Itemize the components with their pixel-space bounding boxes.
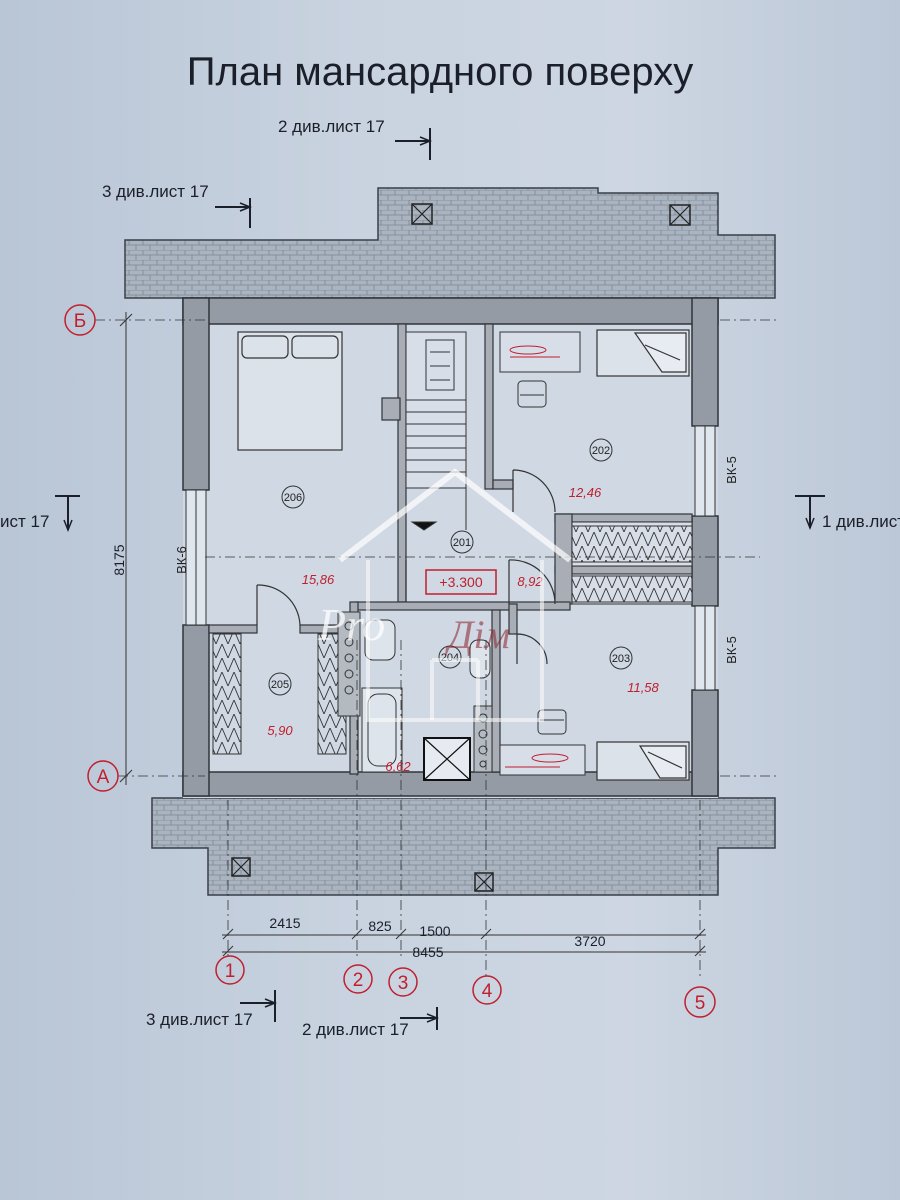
desk-202 <box>499 331 581 408</box>
room-201: 201 8,92 <box>450 530 543 589</box>
room-number: 201 <box>453 537 471 549</box>
axis-label: 1 <box>225 961 236 982</box>
axis-marker-3: 3 <box>388 967 418 997</box>
room-205: 205 5,90 <box>267 672 293 738</box>
section-ref-label: 2 див.лист 17 <box>278 117 385 136</box>
dim-825: 825 <box>368 918 392 934</box>
room-number: 203 <box>612 653 630 665</box>
dim-total: 8455 <box>412 944 443 960</box>
window-right-top <box>694 425 716 517</box>
room-area: 12,46 <box>569 485 602 500</box>
watermark-logo: Pro Дім <box>317 468 572 722</box>
section-ref-left-1: ист 17 <box>0 495 80 533</box>
desk-203 <box>499 709 586 776</box>
roof-bottom <box>151 797 776 896</box>
room-area: 6,62 <box>385 759 411 774</box>
section-ref-label: ист 17 <box>0 512 49 531</box>
axis-marker-b: Б <box>64 304 96 336</box>
window-label-right-bottom: ВК-5 <box>724 636 739 664</box>
axis-marker-4: 4 <box>472 975 502 1005</box>
section-ref-bottom-3: 3 див.лист 17 <box>146 990 278 1029</box>
room-number: 206 <box>284 492 302 504</box>
page-title: План мансардного поверху <box>187 50 693 94</box>
window-left <box>185 489 207 626</box>
watermark-text-pro: Pro <box>317 599 385 650</box>
bathroom-fixtures <box>337 611 493 773</box>
watermark-text-dim: Дім <box>444 612 510 657</box>
section-ref-bottom-2: 2 див.лист 17 <box>302 1007 440 1039</box>
section-ref-label: 3 див.лист 17 <box>102 182 209 201</box>
axis-label: 4 <box>482 981 493 1002</box>
roof-vent <box>231 857 251 877</box>
room-area: 11,58 <box>627 680 659 695</box>
wardrobe-corridor <box>571 521 693 605</box>
staircase <box>405 331 467 531</box>
dim-1500: 1500 <box>419 923 450 939</box>
room-number: 202 <box>592 445 610 457</box>
level-mark-value: +3.300 <box>439 574 482 590</box>
dim-vertical: 8175 <box>111 544 127 575</box>
axis-marker-5: 5 <box>684 986 716 1018</box>
room-area: 5,90 <box>267 723 293 738</box>
room-area: 8,92 <box>517 574 543 589</box>
axis-marker-1: 1 <box>215 955 245 985</box>
section-ref-top-3: 3 див.лист 17 <box>102 182 253 228</box>
axis-marker-2: 2 <box>343 964 373 994</box>
horizontal-dimensions <box>222 928 706 957</box>
axis-label: 5 <box>695 993 706 1014</box>
room-202: 202 12,46 <box>569 438 613 500</box>
axis-label: 2 <box>353 970 364 991</box>
roof-vent <box>474 872 494 892</box>
section-ref-label: 3 див.лист 17 <box>146 1010 253 1029</box>
section-ref-right-1: 1 див.лист 17 <box>795 495 900 531</box>
dim-3720: 3720 <box>574 933 605 949</box>
room-number: 205 <box>271 679 289 691</box>
level-mark: +3.300 <box>425 569 497 595</box>
dim-2415: 2415 <box>269 915 300 931</box>
axis-label: А <box>97 767 110 788</box>
section-ref-label: 2 див.лист 17 <box>302 1020 409 1039</box>
axis-lines <box>95 319 780 980</box>
section-ref-top-2: 2 див.лист 17 <box>278 117 433 160</box>
double-bed <box>237 331 343 451</box>
bed-203 <box>596 741 690 781</box>
bed-202 <box>596 329 690 377</box>
axis-label: Б <box>74 311 86 332</box>
axis-label: 3 <box>398 973 409 994</box>
axis-marker-a: А <box>87 760 119 792</box>
section-ref-label: 1 див.лист 17 <box>822 512 900 531</box>
room-203: 203 11,58 <box>609 646 660 695</box>
shower-tray <box>423 737 471 781</box>
window-right-bottom <box>694 605 716 691</box>
room-206: 206 15,86 <box>281 485 335 587</box>
vertical-dimension <box>119 312 133 785</box>
window-label-right-top: ВК-5 <box>724 456 739 484</box>
roof-vent <box>669 204 691 226</box>
roof-vent <box>411 203 433 225</box>
room-area: 15,86 <box>302 572 335 587</box>
roof-top <box>124 187 776 299</box>
window-label-left: ВК-6 <box>174 546 189 574</box>
